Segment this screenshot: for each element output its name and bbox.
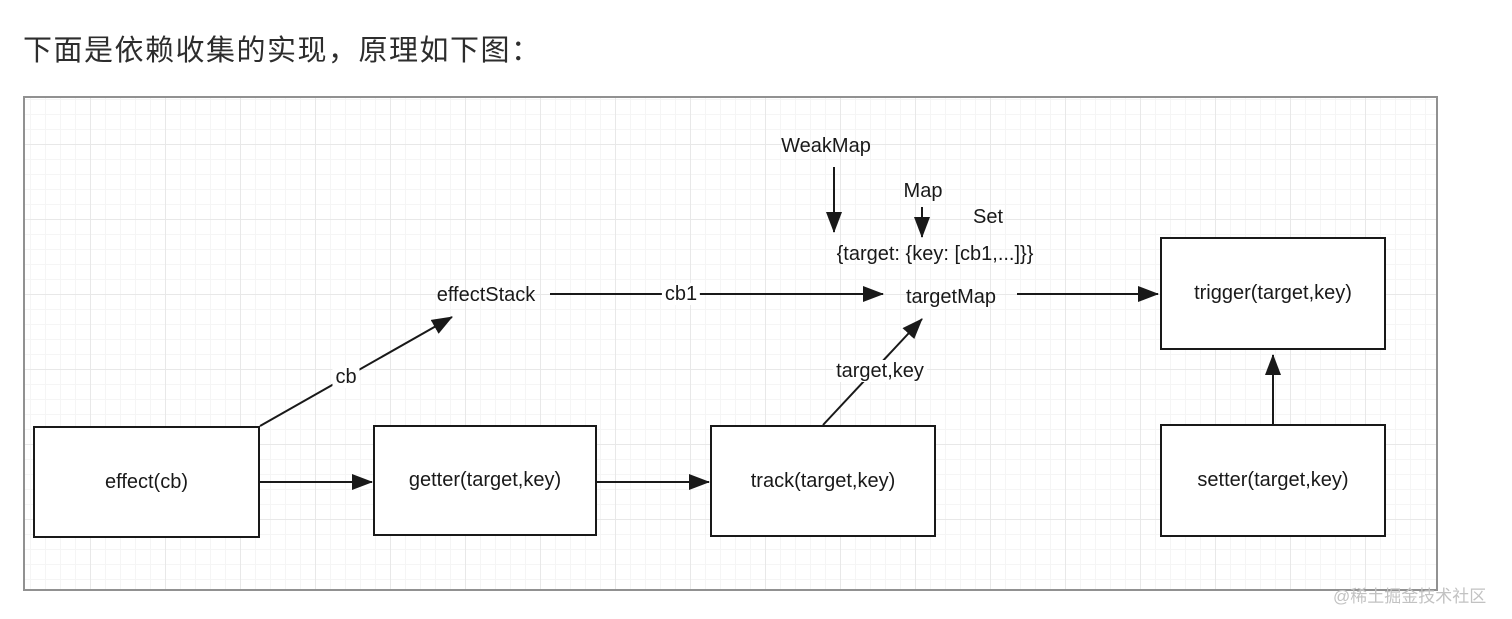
page-title: 下面是依赖收集的实现，原理如下图： bbox=[23, 35, 542, 67]
watermark-text: @稀土掘金技术社区 bbox=[1333, 587, 1487, 606]
label-effectstack: effectStack bbox=[436, 284, 536, 306]
label-set: Set bbox=[972, 206, 1004, 228]
node-trigger: trigger(target,key) bbox=[1160, 237, 1386, 350]
diagram-canvas: effect(cb) getter(target,key) track(targ… bbox=[23, 96, 1438, 591]
label-target-key: target,key bbox=[833, 360, 927, 382]
label-targetmap: targetMap bbox=[905, 286, 997, 308]
label-weakmap: WeakMap bbox=[781, 135, 871, 157]
label-cb: cb bbox=[332, 366, 360, 388]
label-structure: {target: {key: [cb1,...]}} bbox=[836, 243, 1034, 265]
node-getter-label: getter(target,key) bbox=[408, 469, 562, 491]
node-trigger-label: trigger(target,key) bbox=[1194, 282, 1352, 304]
node-effect: effect(cb) bbox=[33, 426, 260, 538]
node-track-label: track(target,key) bbox=[750, 469, 896, 492]
node-setter: setter(target,key) bbox=[1160, 424, 1386, 537]
label-cb1: cb1 bbox=[661, 283, 701, 305]
node-getter: getter(target,key) bbox=[373, 425, 597, 536]
node-effect-label: effect(cb) bbox=[105, 470, 188, 493]
node-track: track(target,key) bbox=[710, 425, 936, 537]
label-map: Map bbox=[903, 180, 943, 202]
node-setter-label: setter(target,key) bbox=[1197, 469, 1349, 491]
